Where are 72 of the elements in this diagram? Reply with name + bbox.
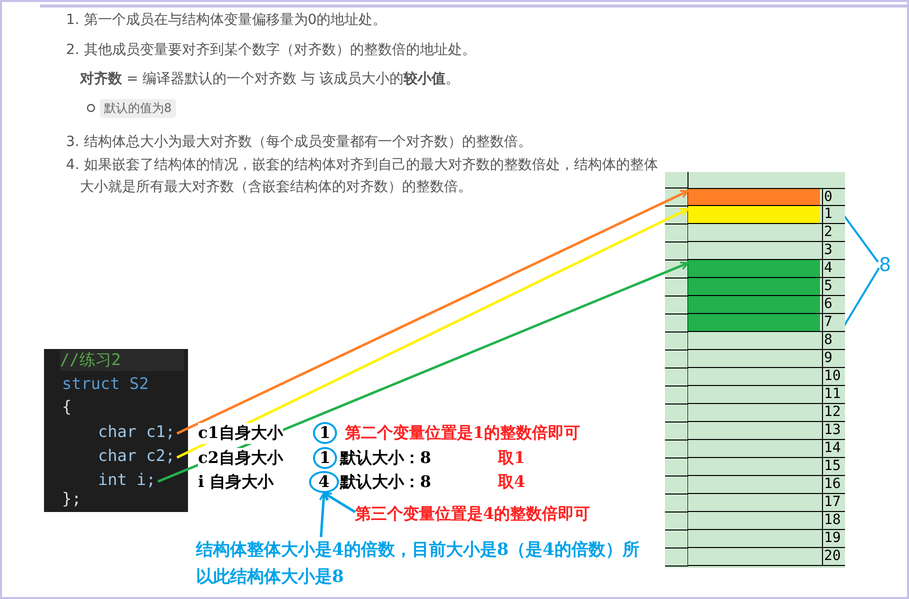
row-number: 1	[822, 206, 832, 223]
memory-row	[688, 278, 845, 296]
memory-row	[688, 512, 845, 530]
circled-number: 1	[313, 422, 337, 444]
list-item: 2. 其他成员变量要对齐到某个数字（对齐数）的整数倍的地址处。	[66, 41, 476, 59]
row-number: 7	[822, 314, 832, 331]
row-number: 11	[822, 386, 841, 403]
memory-row	[688, 332, 845, 350]
row-number: 17	[822, 494, 841, 511]
annotation-text: 结构体整体大小是4的倍数，目前大小是8（是4的倍数）所以此结构体大小是8	[196, 537, 646, 591]
code-line: struct S2	[62, 374, 149, 393]
memory-row	[688, 224, 845, 242]
row-number: 3	[822, 242, 832, 259]
code-line: int i;	[98, 469, 156, 490]
arrow	[319, 492, 328, 538]
row-number: 4	[822, 260, 832, 277]
row-number: 2	[822, 224, 832, 241]
annotation-text: 第二个变量位置是1的整数倍即可	[345, 423, 580, 444]
annotation-text: 取1	[498, 448, 526, 469]
memory-row	[688, 404, 845, 422]
row-number: 5	[822, 278, 832, 295]
size-text: c2自身大小	[198, 448, 283, 469]
annotation-text: 取4	[498, 472, 526, 493]
row-number: 10	[822, 368, 841, 385]
memory-row	[688, 260, 845, 278]
row-number: 13	[822, 422, 841, 439]
note-text: 对齐数 = 编译器默认的一个对齐数 与 该成员大小的较小值。	[80, 70, 460, 88]
size-text: 默认大小：8	[340, 448, 432, 469]
code-line: char c1;	[98, 421, 176, 442]
memory-row	[688, 440, 845, 458]
arrow	[323, 492, 356, 514]
code-line: };	[62, 489, 82, 508]
row-number: 8	[822, 332, 832, 349]
size-text: c1自身大小	[198, 423, 283, 444]
arrow	[176, 208, 689, 459]
row-number: 9	[822, 350, 832, 367]
list-item: 3. 结构体总大小为最大对齐数（每个成员变量都有一个对齐数）的整数倍。	[66, 133, 532, 151]
memory-row	[688, 494, 845, 512]
code-comment: //练习2	[60, 350, 184, 371]
memory-row	[688, 530, 845, 548]
size-text: 默认大小：8	[340, 472, 432, 493]
memory-row	[688, 422, 845, 440]
memory-row	[688, 296, 845, 314]
memory-row	[688, 188, 845, 206]
memory-row	[688, 548, 845, 566]
annotation-text: 第三个变量位置是4的整数倍即可	[355, 503, 590, 525]
memory-row	[688, 368, 845, 386]
memory-row	[688, 476, 845, 494]
row-number: 19	[822, 530, 841, 547]
arrow	[176, 190, 689, 435]
row-number: 12	[822, 404, 841, 421]
memory-row	[688, 350, 845, 368]
row-number: 16	[822, 476, 841, 493]
size-text: i 自身大小	[198, 472, 274, 493]
memory-row	[688, 242, 845, 260]
circled-number: 1	[313, 447, 337, 469]
memory-row	[688, 314, 845, 332]
row-number: 20	[822, 548, 841, 565]
memory-row	[688, 458, 845, 476]
memory-row	[688, 206, 845, 224]
code-line: char c2;	[98, 445, 176, 466]
bracket-label: 8	[879, 254, 892, 276]
circled-number: 4	[309, 471, 339, 493]
list-item: 4. 如果嵌套了结构体的情况，嵌套的结构体对齐到自己的最大对齐数的整数倍处，结构体的整体大小就是所有最大对齐数（含嵌套结构体的对齐数）的整数倍。	[66, 156, 659, 197]
inline-code: 默认的值为8	[100, 99, 176, 118]
row-number: 18	[822, 512, 841, 529]
row-number: 15	[822, 458, 841, 475]
list-item: 1. 第一个成员在与结构体变量偏移量为0的地址处。	[66, 11, 387, 29]
row-number: 14	[822, 440, 841, 457]
memory-row	[688, 386, 845, 404]
code-line: {	[62, 397, 72, 416]
row-number: 6	[822, 296, 832, 313]
